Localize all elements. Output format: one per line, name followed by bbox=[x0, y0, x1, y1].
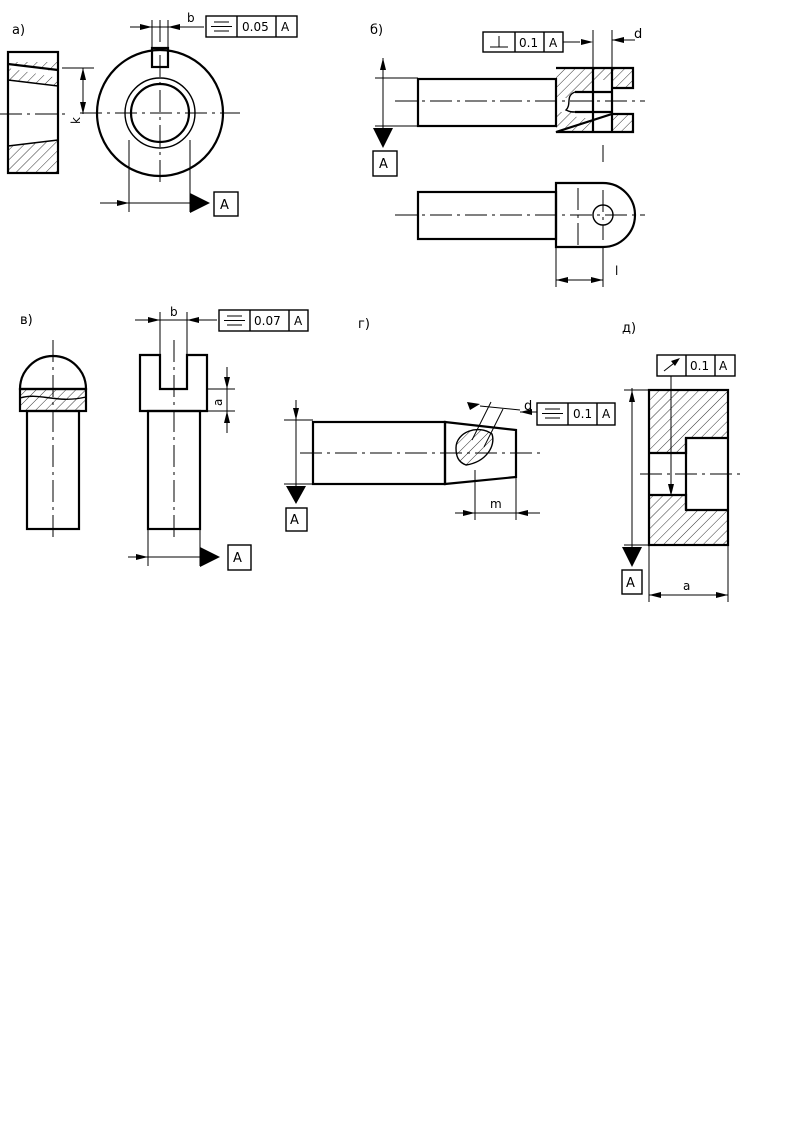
datum-label-b: A bbox=[379, 157, 388, 172]
datum-label-a: A bbox=[220, 198, 229, 213]
view-a-side-section bbox=[0, 50, 70, 175]
view-v-slotted-part bbox=[138, 340, 209, 542]
tolerance-frame-g: 0.1 A bbox=[520, 402, 616, 426]
tolerance-value-a: 0.05 bbox=[242, 20, 269, 34]
view-d-dimension-a: a bbox=[648, 545, 729, 602]
view-v-label: в) bbox=[20, 313, 33, 328]
datum-a-view-b: A bbox=[372, 58, 418, 177]
view-d: д) 0.1 A bbox=[621, 321, 740, 602]
tolerance-value-b: 0.1 bbox=[519, 36, 538, 50]
symmetry-icon bbox=[211, 21, 232, 32]
dim-l-label: l bbox=[615, 264, 618, 278]
datum-a-view-a: A bbox=[100, 140, 239, 217]
view-v: в) b bbox=[18, 305, 309, 571]
tolerance-frame-a: 0.05 A bbox=[205, 15, 298, 38]
view-v-dimension-a: a bbox=[207, 367, 235, 433]
view-g-part bbox=[300, 401, 545, 486]
view-d-label: д) bbox=[622, 321, 636, 336]
datum-a-view-g: A bbox=[284, 400, 313, 532]
view-b-label: б) bbox=[370, 23, 383, 38]
dim-a-label-d: a bbox=[683, 579, 690, 593]
symmetry-icon bbox=[542, 408, 563, 419]
view-a-dimension-b: b bbox=[130, 11, 204, 48]
tolerance-datum-v: A bbox=[294, 314, 303, 328]
tolerance-datum-a: A bbox=[281, 20, 290, 34]
view-g-dimension-d: d bbox=[467, 399, 532, 414]
view-b-section bbox=[395, 66, 645, 162]
view-a-dimension-k: k bbox=[62, 67, 94, 124]
datum-a-view-v: A bbox=[128, 529, 252, 571]
view-b: б) 0.1 A d bbox=[370, 23, 645, 287]
perpendicularity-icon bbox=[490, 36, 508, 48]
dim-d-label-b: d bbox=[634, 27, 642, 42]
view-b-lower-view bbox=[395, 181, 645, 249]
datum-label-v: A bbox=[233, 551, 242, 566]
dim-b-label-v: b bbox=[170, 305, 178, 319]
dim-k-label: k bbox=[69, 117, 83, 124]
dim-m-label: m bbox=[490, 497, 502, 511]
view-g-label: г) bbox=[358, 317, 370, 332]
view-v-dimension-b: b bbox=[135, 305, 217, 355]
tolerance-datum-g: A bbox=[602, 407, 611, 421]
dim-b-label: b bbox=[187, 11, 195, 25]
dim-a-label-v: a bbox=[211, 399, 225, 406]
view-g-dimension-m: m bbox=[455, 470, 540, 520]
view-v-domed-part bbox=[18, 340, 88, 542]
tolerance-frame-b: 0.1 A bbox=[482, 31, 593, 53]
radial-runout-icon bbox=[663, 358, 680, 372]
view-a: а) k bbox=[0, 11, 298, 217]
view-a-label: а) bbox=[12, 23, 25, 38]
tolerance-datum-b: A bbox=[549, 36, 558, 50]
tolerance-datum-d: A bbox=[719, 359, 728, 373]
view-a-front-view bbox=[80, 20, 240, 185]
tolerance-value-v: 0.07 bbox=[254, 314, 281, 328]
datum-a-view-d: A bbox=[621, 388, 649, 595]
view-b-dimension-d: d bbox=[592, 27, 642, 68]
dim-d-label-g: d bbox=[524, 399, 532, 414]
view-g: г) d 0.1 bbox=[284, 317, 616, 532]
datum-label-d: A bbox=[626, 576, 635, 591]
symmetry-icon bbox=[224, 315, 245, 326]
view-b-dimension-l: l bbox=[555, 247, 618, 287]
datum-label-g: A bbox=[290, 513, 299, 528]
view-d-section bbox=[640, 388, 740, 547]
tolerance-value-g: 0.1 bbox=[573, 407, 592, 421]
tolerance-frame-v: 0.07 A bbox=[218, 309, 309, 332]
tolerance-value-d: 0.1 bbox=[690, 359, 709, 373]
